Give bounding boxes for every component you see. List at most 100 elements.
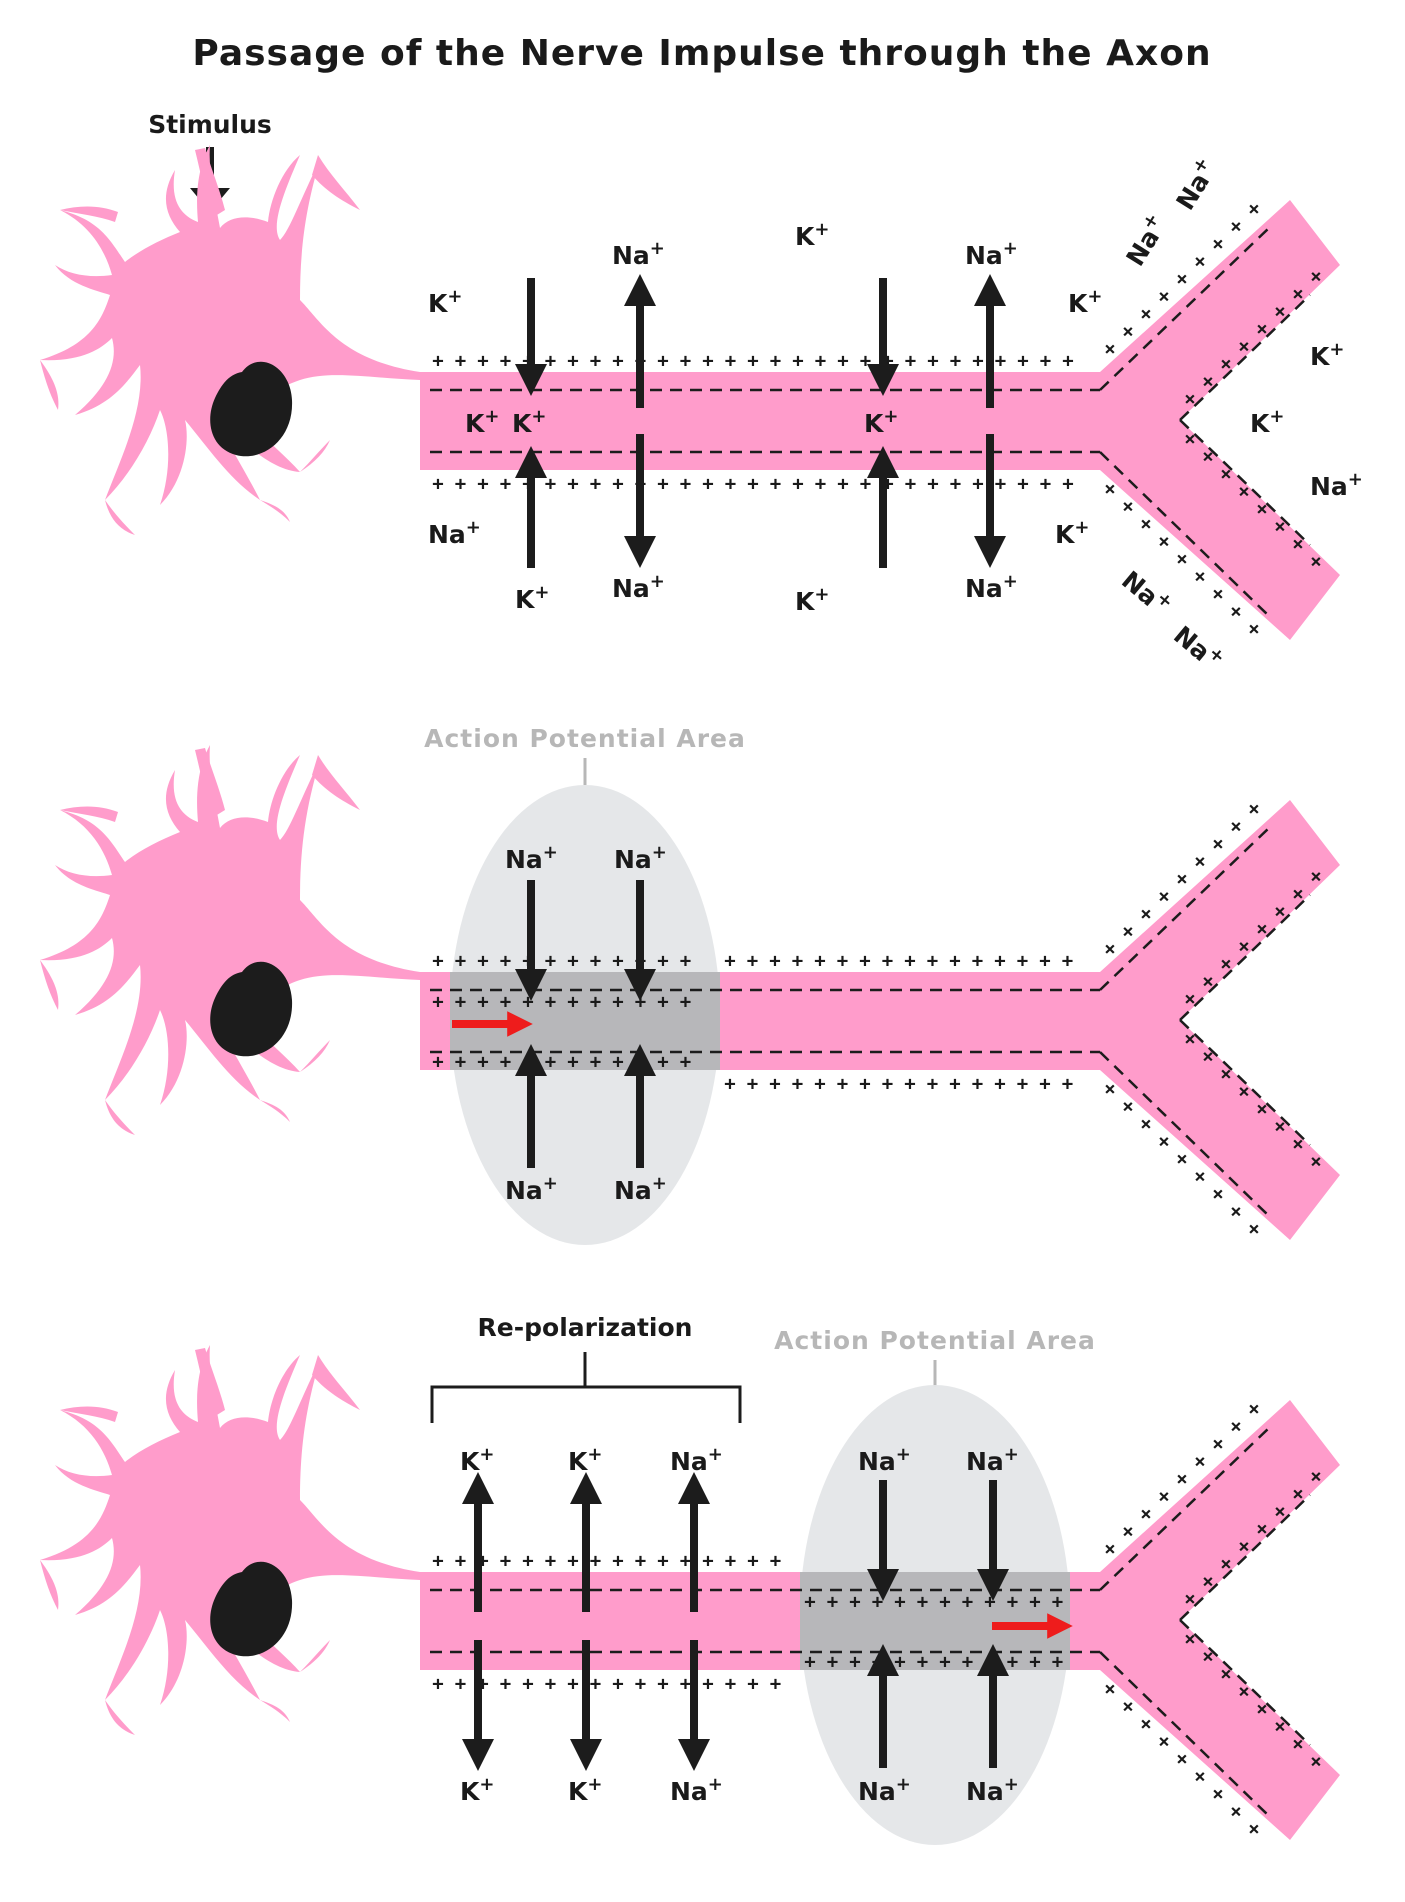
repolarization-bracket [430,1352,742,1423]
charge-sign: + [477,350,488,372]
charge-sign: + [792,350,803,372]
charge-sign: + [827,1651,838,1673]
charge-sign: + [500,1550,511,1572]
axon-terminal-branch [1100,800,1340,1240]
charge-sign: + [657,473,668,495]
charge-sign: + [882,350,893,372]
charge-sign: × [1310,551,1321,573]
charge-sign: + [590,1051,601,1073]
charge-sign: + [680,1550,691,1572]
charge-sign: + [455,1051,466,1073]
charge-sign: + [837,350,848,372]
charge-sign: × [1274,516,1285,538]
charge-sign: + [635,991,646,1013]
charge-sign: × [1230,1201,1241,1223]
charge-sign: × [1202,1646,1213,1668]
charge-sign: + [927,350,938,372]
charge-sign: + [972,950,983,972]
charge-sign: + [1039,950,1050,972]
charge-sign: + [567,991,578,1013]
terminal-charges: ×××××××××××××××××××××××××××××××××× [1104,1398,1321,1840]
charge-sign: × [1310,1151,1321,1173]
charge-sign: + [995,473,1006,495]
stimulus-label: Stimulus [148,110,272,139]
charge-sign: + [500,350,511,372]
charge-sign: + [972,473,983,495]
charge-sign: + [769,950,780,972]
charge-sign: + [849,1651,860,1673]
charge-sign: × [1310,1751,1321,1773]
ion-label: Na+ [965,571,1018,603]
charge-sign: + [747,1073,758,1095]
charge-sign: × [1122,496,1133,518]
charge-sign: × [1212,1783,1223,1805]
charge-sign: × [1194,566,1205,588]
ion-label: Na+ [858,1774,911,1806]
ion-label: K+ [795,219,829,251]
charge-sign: + [657,1051,668,1073]
charge-sign: + [545,1550,556,1572]
charge-sign: + [904,1073,915,1095]
charge-sign: + [612,350,623,372]
charge-sign: + [680,991,691,1013]
charge-sign: + [432,1550,443,1572]
charge-sign: × [1184,1028,1195,1050]
charge-sign: × [1104,1078,1115,1100]
charge-sign: + [567,1550,578,1572]
charge-sign: + [567,350,578,372]
charge-sign: × [1176,548,1187,570]
nucleus [210,961,293,1057]
charge-sign: + [872,1591,883,1613]
charge-sign: + [702,473,713,495]
charge-sign: × [1220,1663,1231,1685]
charge-sign: × [1122,921,1133,943]
charge-sign: × [1140,1503,1151,1525]
charge-sign: + [860,350,871,372]
charge-sign: + [500,1051,511,1073]
panel-resting: Stimulus +++++++++++++++++++++++++++++ +… [40,110,1363,668]
charge-sign: + [612,950,623,972]
charge-sign: + [432,1051,443,1073]
charge-sign: + [949,950,960,972]
charge-sign: × [1140,513,1151,535]
charge-sign: + [725,473,736,495]
charge-sign: + [972,1073,983,1095]
charge-sign: × [1122,1096,1133,1118]
charge-sign: + [1039,1073,1050,1095]
charge-sign: + [702,350,713,372]
charge-sign: + [995,350,1006,372]
charge-sign: × [1104,1538,1115,1560]
charge-sign: + [590,950,601,972]
charge-sign: × [1238,1081,1249,1103]
panel-action-potential: Action Potential Area ++++++++++++++++ +… [40,724,1340,1245]
ion-label: K+ [515,582,549,614]
charge-sign: + [680,950,691,972]
charge-sign: × [1310,266,1321,288]
ion-label: Na+ [1168,153,1223,215]
charge-sign: + [894,1651,905,1673]
ion-label: Na+ [505,842,558,874]
charge-sign: + [804,1651,815,1673]
charge-sign: + [545,473,556,495]
charge-sign: + [500,991,511,1013]
charge-sign: × [1274,1501,1285,1523]
charge-sign: + [1052,1651,1063,1673]
charge-sign: + [1029,1651,1040,1673]
ion-label: K+ [465,406,499,438]
charge-sign: + [725,350,736,372]
depolarized-segment [800,1572,1070,1670]
charge-sign: + [950,473,961,495]
charge-sign: + [1007,1591,1018,1613]
charge-sign: + [939,1651,950,1673]
axon-terminal-branch [1100,200,1340,640]
neuron-cell-body [40,1345,420,1735]
charge-sign: + [1062,473,1073,495]
charge-sign: × [1194,851,1205,873]
charge-sign: + [522,1673,533,1695]
charge-sign: + [994,950,1005,972]
charge-sign: + [904,950,915,972]
charge-sign: × [1292,883,1303,905]
charge-sign: × [1274,1116,1285,1138]
charge-sign: × [1184,988,1195,1010]
charge-sign: × [1220,953,1231,975]
